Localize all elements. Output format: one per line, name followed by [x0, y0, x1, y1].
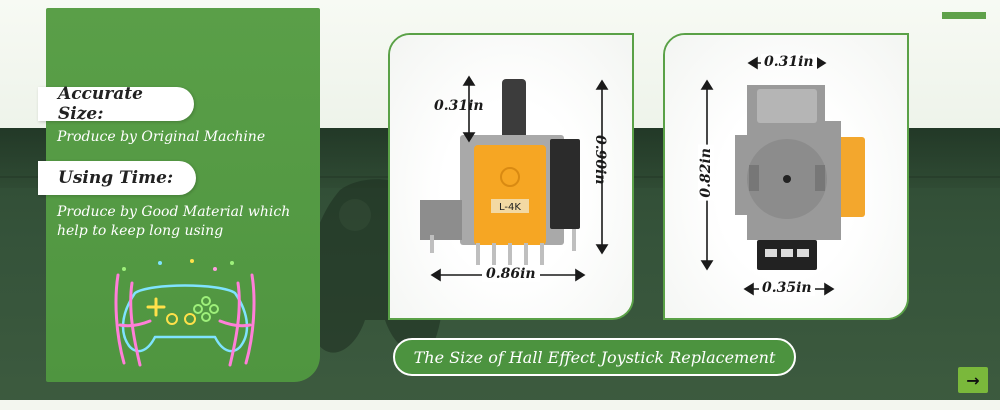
width-bottom-label: 0.35in	[759, 280, 815, 296]
feature-description: Produce by Good Material which help to k…	[57, 203, 319, 241]
product-card-side-view: L-4K 0.31in 0.90in 0.86in	[388, 33, 634, 320]
joystick-module-front-icon	[700, 56, 865, 296]
joystick-module-side-icon: L-4K	[420, 75, 609, 282]
feature-panel	[46, 8, 320, 382]
height-total-label: 0.90in	[592, 135, 608, 185]
feature-title-pill: Using Time:	[38, 161, 196, 195]
arrow-right-icon: →	[966, 370, 980, 390]
neon-gamepad-icon	[114, 259, 256, 367]
feature-title: Accurate Size:	[58, 84, 143, 124]
next-button[interactable]: →	[958, 367, 988, 393]
description-line: help to keep long using	[57, 223, 224, 239]
feature-title: Using Time:	[58, 168, 174, 188]
bottom-strip	[0, 400, 1000, 410]
width-label: 0.86in	[482, 266, 540, 282]
caption-pill: The Size of Hall Effect Joystick Replace…	[393, 338, 796, 376]
caption-text: The Size of Hall Effect Joystick Replace…	[413, 347, 776, 367]
height-top-label: 0.31in	[434, 98, 484, 114]
product-card-front-view: 0.31in 0.82in 0.35in	[663, 33, 909, 320]
height-label: 0.82in	[698, 145, 714, 201]
top-accent-bar	[942, 12, 986, 19]
width-top-label: 0.31in	[761, 54, 817, 70]
feature-description: Produce by Original Machine	[57, 129, 266, 145]
description-line: Produce by Good Material which	[57, 204, 291, 220]
chip-label: L-4K	[499, 202, 521, 213]
feature-title-pill: Accurate Size:	[38, 84, 194, 124]
